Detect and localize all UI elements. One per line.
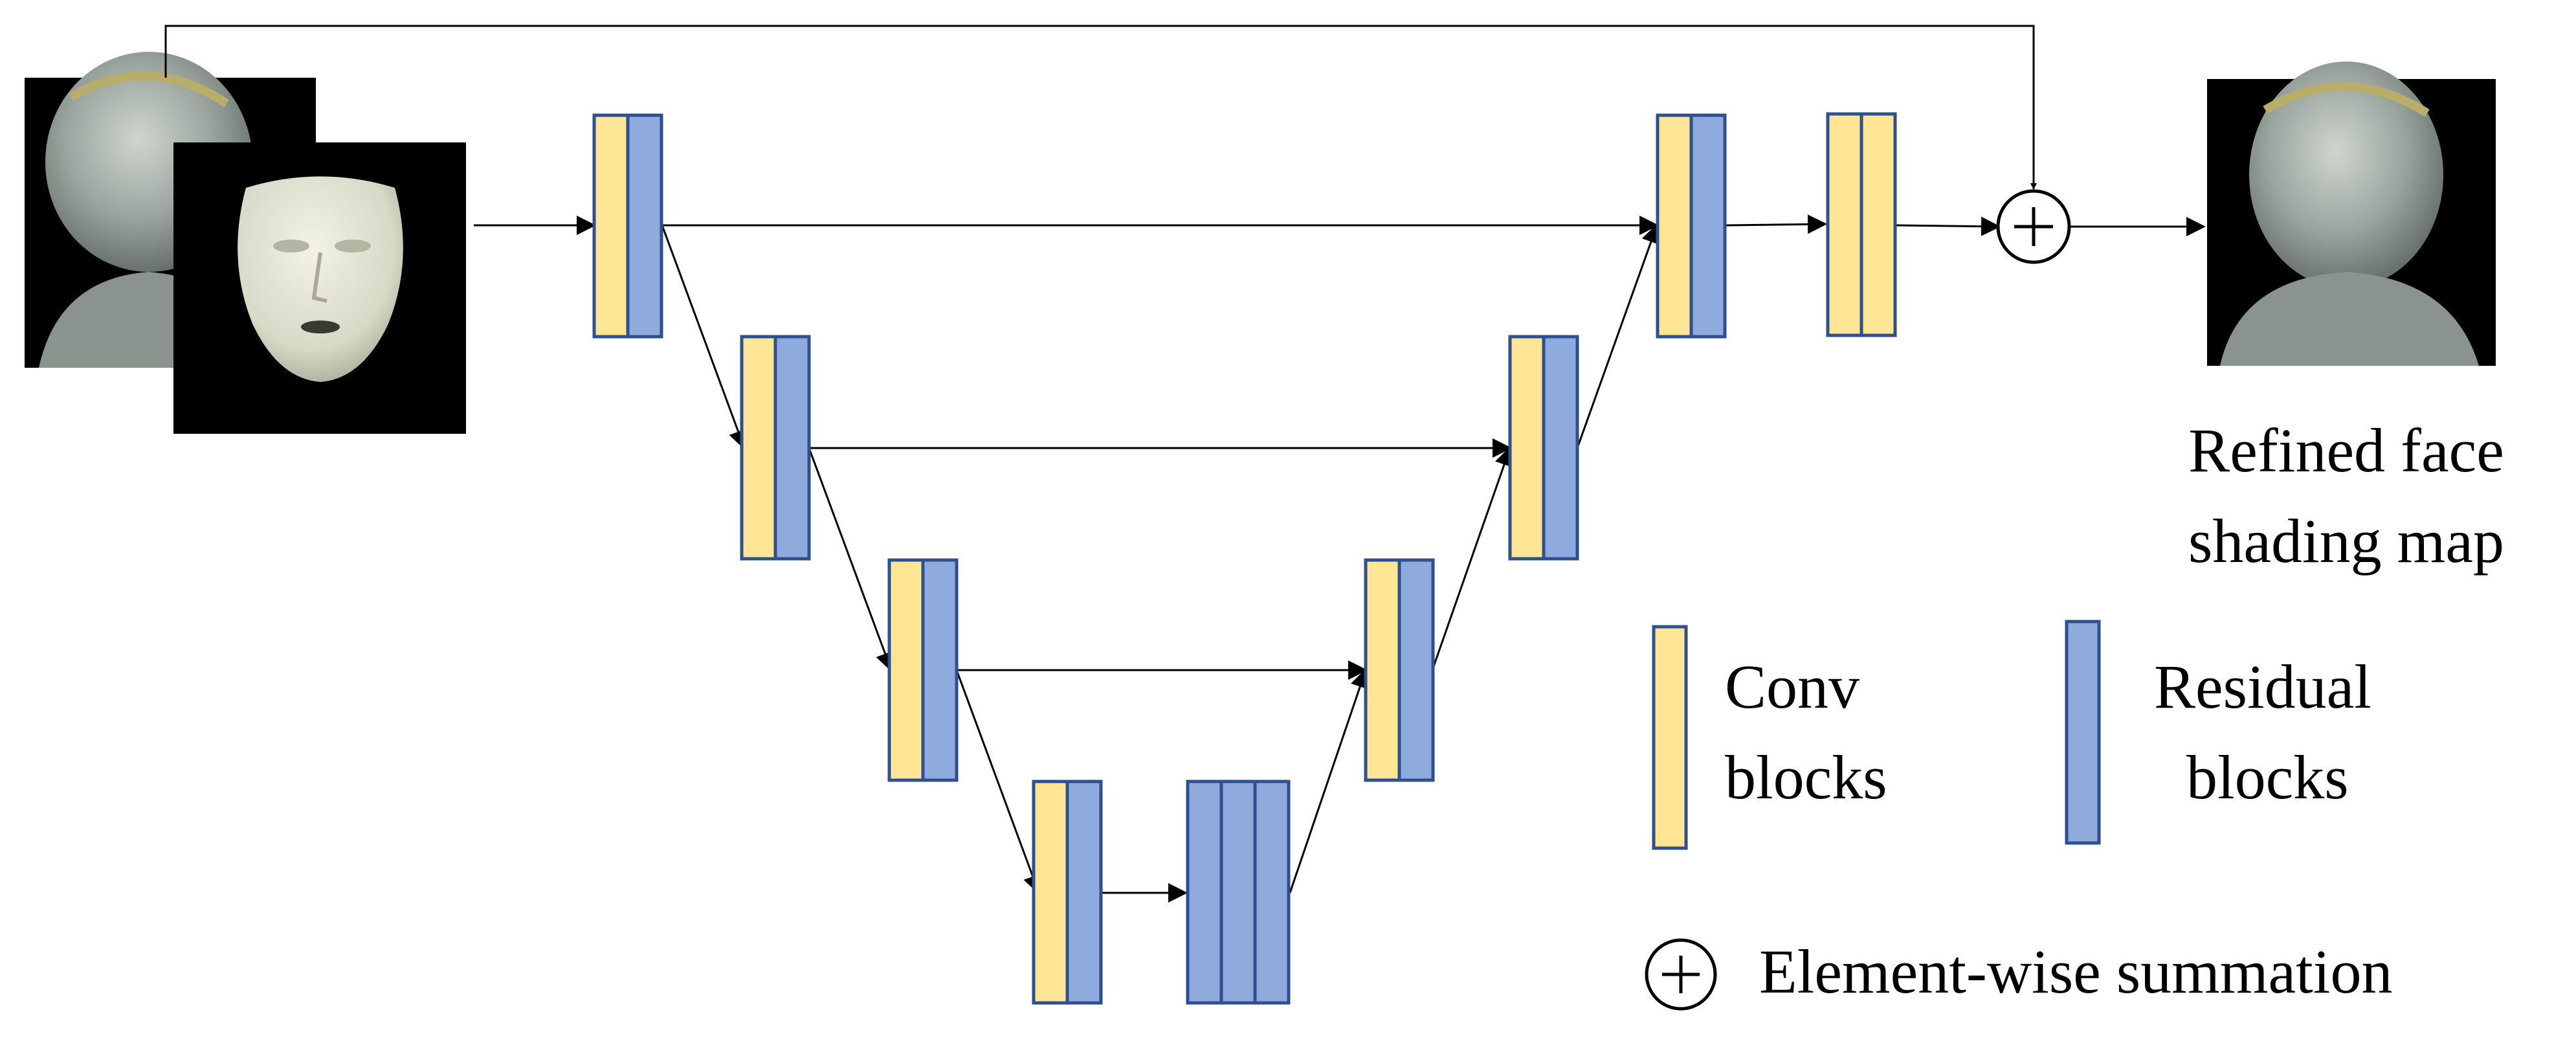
residual-block (1219, 780, 1257, 1005)
residual-block (1542, 335, 1579, 561)
conv-block (1860, 112, 1897, 337)
output-refined-face-photo (2207, 62, 2496, 366)
down-arrow-3 (955, 669, 1042, 895)
legend-residual-swatch (2065, 620, 2101, 845)
conv-block (1656, 113, 1693, 339)
output-label-line2: shading map (2188, 506, 2504, 576)
global-skip-connection (164, 25, 2037, 190)
legend-residual-label-line2: blocks (2186, 743, 2349, 812)
bottleneck-residual-blocks (1186, 780, 1291, 1005)
decoder-block-1 (1656, 113, 1727, 339)
conv-block (887, 558, 925, 782)
legend-residual-label-line1: Residual (2154, 652, 2371, 721)
residual-block (773, 335, 811, 561)
legend-circle-plus-icon (1645, 938, 1717, 1011)
up-arrow-2 (1431, 446, 1514, 671)
residual-block (921, 558, 959, 782)
residual-block (1065, 780, 1103, 1005)
down-arrow-1 (661, 225, 748, 450)
input-rendered-face-mesh (173, 142, 466, 434)
legend-conv-swatch (1652, 625, 1688, 850)
circle-plus-icon (1996, 189, 2071, 264)
residual-block (1689, 113, 1727, 339)
conv-block (1826, 112, 1863, 337)
decoder-block-2 (1508, 335, 1579, 561)
conv-block (740, 335, 777, 561)
encoder-block-3 (887, 558, 959, 782)
encoder-block-4 (1032, 780, 1103, 1005)
residual-block (1186, 780, 1223, 1005)
encoder-block-1 (592, 113, 663, 339)
arrow-final-to-sum (1896, 216, 2001, 236)
legend: Conv blocks Residual blocks Element-wise… (1645, 620, 2392, 1011)
encoder-block-2 (740, 335, 811, 561)
up-arrow-3 (1576, 223, 1661, 449)
legend-conv-label-line1: Conv (1725, 652, 1860, 721)
legend-conv-label-line2: blocks (1725, 743, 1887, 812)
output-label-line1: Refined face (2188, 416, 2504, 485)
residual-block (626, 113, 663, 339)
arrow-dec1-to-final (1724, 214, 1827, 234)
conv-block (1508, 335, 1546, 561)
legend-sum-label: Element-wise summation (1759, 937, 2392, 1006)
conv-block (1364, 558, 1401, 782)
decoder-block-3 (1364, 558, 1435, 782)
residual-block (1253, 780, 1291, 1005)
conv-block (592, 113, 630, 339)
final-conv-blocks (1826, 112, 1897, 337)
down-arrow-2 (808, 447, 894, 672)
conv-block (1032, 780, 1069, 1005)
residual-block (1397, 558, 1435, 782)
up-arrow-1 (1289, 668, 1370, 893)
